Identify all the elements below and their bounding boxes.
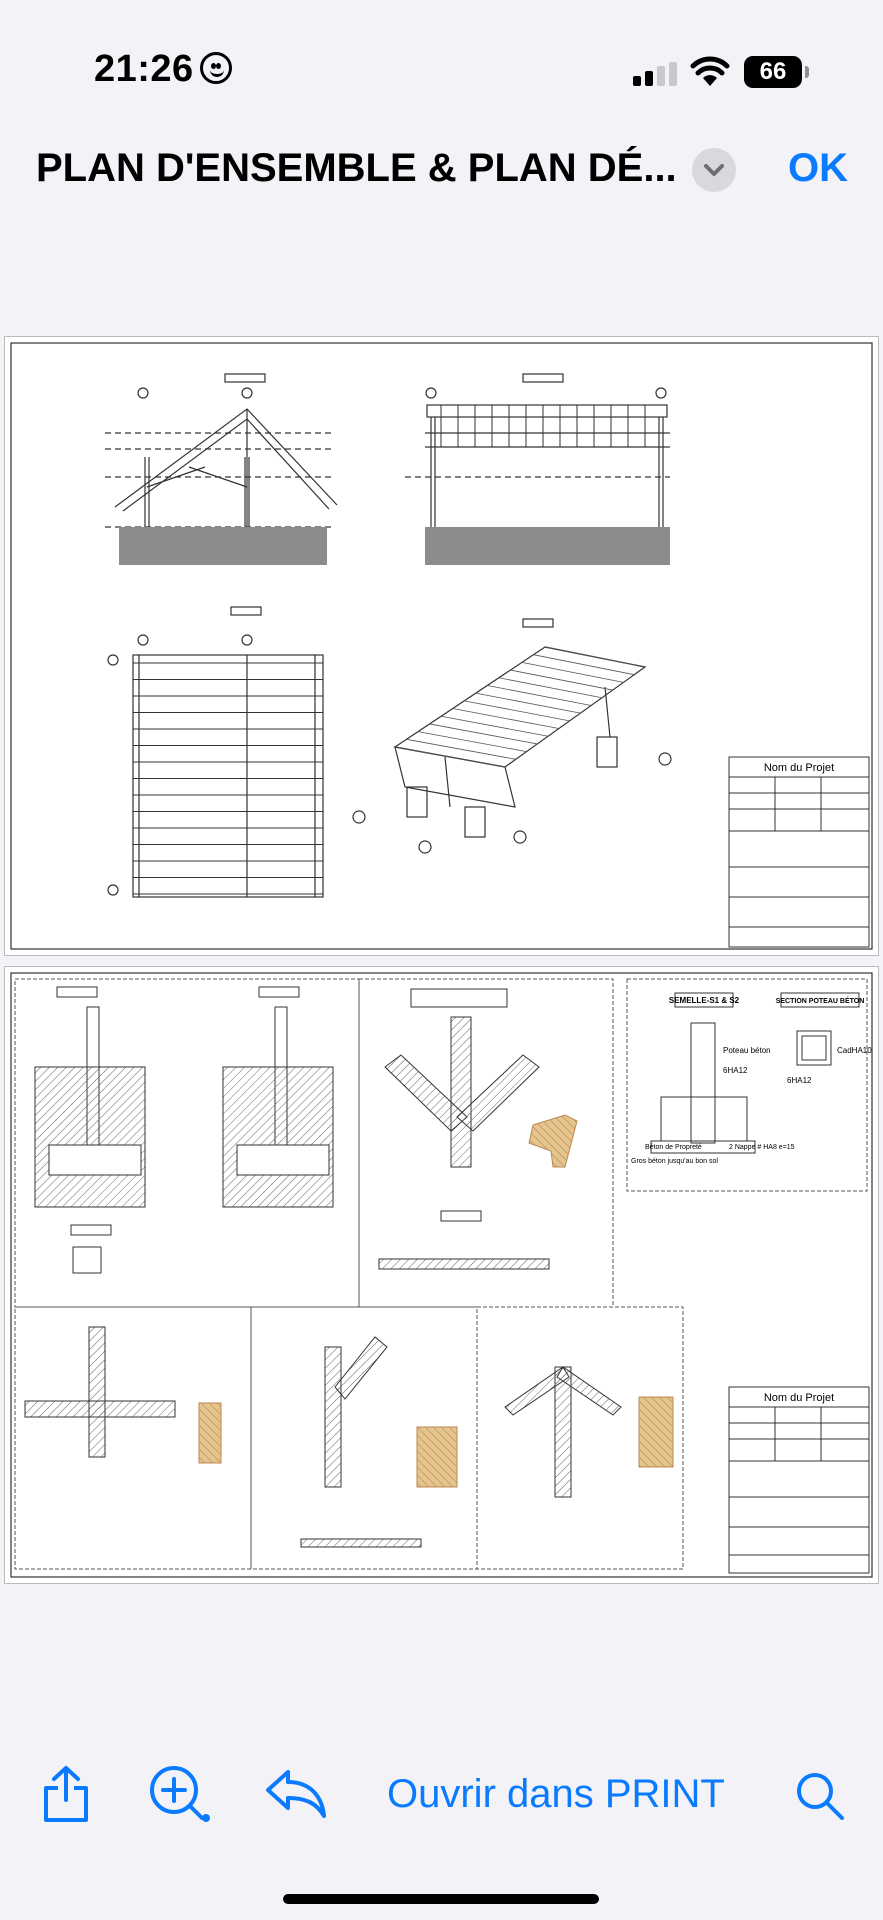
detail-b-drawing	[378, 1016, 550, 1270]
title-block-2-project-name: Nom du Projet	[764, 1392, 834, 1404]
title-block	[728, 756, 870, 948]
elevation-long-purlins	[440, 405, 646, 447]
section-poteau-title: SECTION POTEAU BÉTON	[776, 996, 865, 1005]
drawing-line	[406, 738, 516, 760]
isometric-view-drawing	[352, 618, 672, 854]
document-title: PLAN D'ENSEMBLE & PLAN DÉ...	[36, 146, 676, 190]
reply-icon[interactable]	[264, 1766, 328, 1822]
drawing-line	[533, 654, 635, 676]
drawing-line	[521, 661, 624, 683]
smiley-face-icon	[199, 52, 232, 84]
battery-tip	[805, 66, 809, 78]
section-rebar-label: 6HA12	[787, 1076, 812, 1085]
detail-a-drawing	[34, 986, 334, 1274]
drawing-line	[487, 685, 592, 706]
detail-e-drawing	[504, 1366, 622, 1498]
wood-joint-photo-d	[416, 1426, 458, 1488]
title-menu-button[interactable]	[692, 148, 736, 192]
nappe-label: 2 Nappe # HA8 e=15	[729, 1144, 795, 1151]
page-1-drawing: Nom du Projet	[10, 342, 873, 950]
semelle-title: SEMELLE-S1 & S2	[669, 996, 740, 1005]
wood-joint-photo-c	[198, 1402, 222, 1464]
wood-joint-photo-e	[638, 1396, 674, 1468]
drawing-line	[464, 700, 570, 722]
wood-joint-photo	[528, 1114, 578, 1168]
drawing-line	[510, 669, 613, 691]
title-block-2	[728, 1386, 870, 1574]
detail-c-drawing	[24, 1326, 176, 1458]
drawing-line	[418, 731, 527, 753]
detail-panels	[14, 978, 868, 1570]
ground-hatch	[119, 527, 327, 565]
plan-rafters	[133, 662, 323, 895]
gros-beton-label: Gros béton jusqu'au bon sol	[631, 1158, 718, 1165]
status-time: 21:26	[94, 48, 232, 91]
isometric-rafters	[394, 646, 646, 768]
detail-d-drawing	[300, 1336, 422, 1548]
battery-icon: 66	[744, 56, 802, 88]
document-page-1[interactable]: Nom du Projet	[4, 336, 879, 956]
open-in-print-button[interactable]: Ouvrir dans PRINT	[387, 1772, 725, 1816]
ground-hatch-long	[425, 527, 670, 565]
detail-b-labels	[410, 988, 508, 1222]
elevation-long-drawing	[405, 373, 670, 547]
wifi-icon	[690, 56, 730, 86]
chevron-down-icon	[704, 164, 724, 176]
title-block-project-name: Nom du Projet	[764, 762, 834, 774]
cellular-signal-icon	[633, 62, 677, 86]
cadre-label: CadHA10	[837, 1046, 872, 1055]
elevation-gable-drawing	[105, 373, 338, 547]
search-icon[interactable]	[794, 1770, 846, 1822]
drawing-line	[441, 715, 549, 737]
drawing-line	[475, 692, 581, 714]
plan-view-drawing	[107, 606, 324, 898]
document-page-2[interactable]: SEMELLE-S1 & S2 SECTION POTEAU BÉTON Pot…	[4, 966, 879, 1584]
page-2-drawing: SEMELLE-S1 & S2 SECTION POTEAU BÉTON Pot…	[10, 972, 873, 1578]
poteau-beton-label: Poteau béton	[723, 1046, 771, 1055]
home-indicator	[283, 1894, 599, 1904]
drawing-line	[452, 708, 559, 729]
drawing-line	[429, 723, 538, 745]
beton-proprete-label: Béton de Propreté	[645, 1144, 702, 1151]
drawing-line	[394, 746, 506, 768]
ok-button[interactable]: OK	[788, 146, 848, 190]
status-bar: 21:26 66	[0, 0, 883, 140]
markup-zoom-icon[interactable]	[146, 1762, 216, 1828]
semelle-drawing	[650, 992, 860, 1154]
drawing-line	[498, 677, 602, 699]
rebar-label: 6HA12	[723, 1066, 748, 1075]
share-icon[interactable]	[40, 1764, 92, 1824]
drawing-line	[544, 646, 646, 668]
